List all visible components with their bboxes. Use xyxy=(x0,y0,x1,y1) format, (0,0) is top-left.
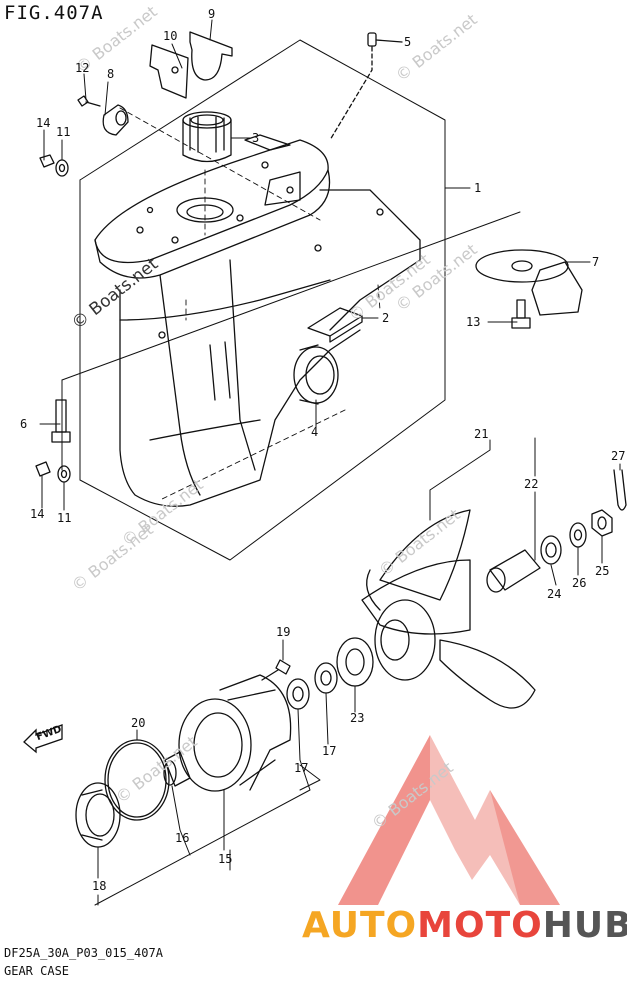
callout-12: 12 xyxy=(75,61,90,75)
drawing-code: DF25A_30A_P03_015_407A xyxy=(4,946,163,960)
washer-17b xyxy=(286,678,310,710)
stud-bolt xyxy=(51,399,71,443)
bushing xyxy=(182,111,232,163)
callout-23: 23 xyxy=(350,711,365,725)
washer-26 xyxy=(569,522,587,548)
callout-24: 24 xyxy=(547,587,562,601)
callout-13: 13 xyxy=(466,315,481,329)
callout-27: 27 xyxy=(611,449,626,463)
callout-19: 19 xyxy=(276,625,291,639)
callout-5: 5 xyxy=(404,35,412,49)
grommet xyxy=(102,104,129,136)
washer-bolt-lower xyxy=(35,461,71,483)
washer-24 xyxy=(540,535,562,565)
arrow-left-icon xyxy=(23,724,63,754)
callout-10: 10 xyxy=(163,29,178,43)
callout-8: 8 xyxy=(107,67,115,81)
spacer-22 xyxy=(486,549,541,593)
bolt-19 xyxy=(261,659,291,681)
callout-26: 26 xyxy=(572,576,587,590)
nut-25 xyxy=(591,509,613,537)
callout-7: 7 xyxy=(592,255,600,269)
trim-tab xyxy=(475,249,583,316)
brand-wordmark: AUTOMOTOHUB xyxy=(302,905,627,946)
bracket-2 xyxy=(307,307,363,343)
callout-9: 9 xyxy=(208,7,216,21)
propeller xyxy=(361,509,536,709)
callout-14-lower: 14 xyxy=(30,507,45,521)
callout-1: 1 xyxy=(474,181,482,195)
housing-frame-lines xyxy=(61,39,521,561)
callout-6: 6 xyxy=(20,417,28,431)
brand-auto: AUTO xyxy=(302,905,418,946)
cotter-pin xyxy=(613,469,627,511)
callout-11-lower: 11 xyxy=(57,511,72,525)
callout-17-left: 17 xyxy=(294,761,309,775)
cover-9 xyxy=(189,31,233,81)
callout-4: 4 xyxy=(311,425,319,439)
section-name: GEAR CASE xyxy=(4,964,70,978)
callout-2: 2 xyxy=(382,311,390,325)
needle-bearing xyxy=(163,751,191,787)
bearing-23 xyxy=(336,637,374,687)
leader-lines xyxy=(39,19,621,906)
dowel-pin xyxy=(329,32,403,141)
plate-10 xyxy=(149,44,189,99)
bolt-13 xyxy=(511,299,531,329)
forward-direction-indicator: FWD xyxy=(22,722,66,758)
callout-18: 18 xyxy=(92,879,107,893)
brand-hub: HUB xyxy=(542,905,627,946)
callout-15: 15 xyxy=(218,852,233,866)
brand-moto: MOTO xyxy=(417,905,543,946)
axis-lines xyxy=(119,107,381,501)
callout-25: 25 xyxy=(595,564,610,578)
callout-17-right: 17 xyxy=(322,744,337,758)
callout-16: 16 xyxy=(175,831,190,845)
callout-21: 21 xyxy=(474,427,489,441)
brand-logo-triangle xyxy=(338,735,560,905)
callout-22: 22 xyxy=(524,477,539,491)
figure-title: FIG.407A xyxy=(4,2,104,24)
oil-seal-4 xyxy=(293,344,339,405)
washer-17a xyxy=(314,662,338,694)
bearing-housing xyxy=(178,674,292,792)
callout-14-upper: 14 xyxy=(36,116,51,130)
gear-case-housing xyxy=(94,134,421,507)
callout-11-upper: 11 xyxy=(56,125,71,139)
bolt-12 xyxy=(77,95,101,107)
callout-20: 20 xyxy=(131,716,146,730)
callout-3: 3 xyxy=(252,131,260,145)
